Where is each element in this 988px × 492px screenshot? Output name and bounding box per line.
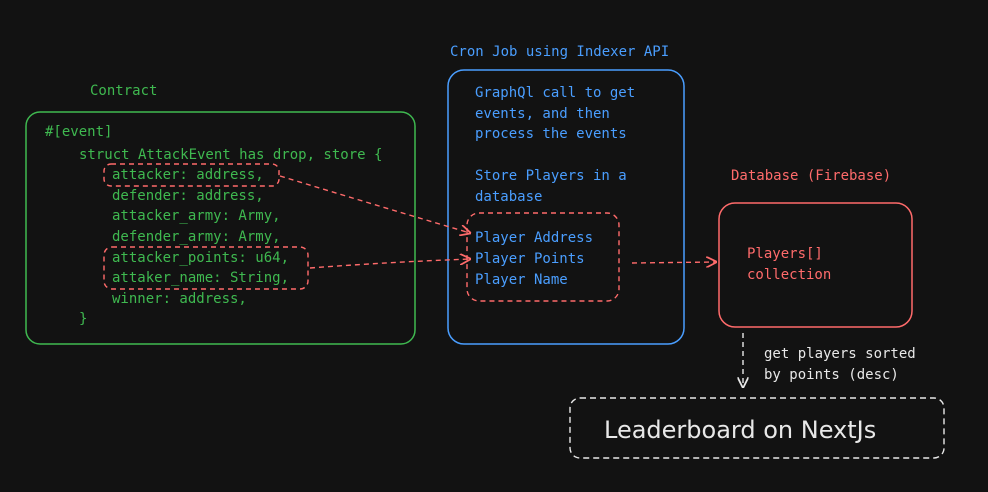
arrows <box>279 175 743 387</box>
code-line-defender: defender: address, <box>112 188 264 204</box>
query-note-line-1: get players sorted <box>764 346 916 362</box>
database-section: Database (Firebase) Players[] collection <box>718 168 913 328</box>
contract-title: Contract <box>90 83 157 99</box>
cron-box <box>447 69 685 345</box>
cron-desc-line-1: GraphQl call to get <box>475 85 635 101</box>
code-line-close-brace: } <box>79 311 87 327</box>
code-line-attribute: #[event] <box>45 124 112 140</box>
code-line-attacker-points: attacker_points: u64, <box>112 250 289 266</box>
database-collection: collection <box>747 267 831 283</box>
cron-desc-line-2: events, and then <box>475 106 610 122</box>
arrow-cron-to-database <box>631 262 716 263</box>
leaderboard-box <box>569 397 945 459</box>
cron-section: Cron Job using Indexer API GraphQl call … <box>447 44 685 345</box>
arrow-attacker-to-address <box>279 175 470 233</box>
player-fields: Player Address Player Points Player Name <box>475 230 593 288</box>
highlight-points-name <box>103 246 309 290</box>
field-player-points: Player Points <box>475 251 585 267</box>
cron-desc-line-3: process the events <box>475 126 627 142</box>
code-line-winner: winner: address, <box>112 291 247 307</box>
cron-desc-line-6: database <box>475 189 542 205</box>
database-players: Players[] <box>747 246 823 262</box>
cron-description: GraphQl call to get events, and then pro… <box>475 85 635 205</box>
arrow-points-to-fields <box>309 259 470 269</box>
query-note-line-2: by points (desc) <box>764 367 899 383</box>
database-box <box>718 202 913 328</box>
code-line-attacker-army: attacker_army: Army, <box>112 208 281 224</box>
field-player-name: Player Name <box>475 272 568 288</box>
code-line-attacker-name: attaker_name: String, <box>112 270 289 286</box>
query-note: get players sorted by points (desc) <box>764 346 916 383</box>
leaderboard-section: Leaderboard on NextJs <box>569 397 945 459</box>
database-content: Players[] collection <box>747 246 831 283</box>
code-line-defender-army: defender_army: Army, <box>112 229 281 245</box>
leaderboard-label: Leaderboard on NextJs <box>604 416 876 444</box>
database-title: Database (Firebase) <box>731 168 891 184</box>
contract-section: Contract #[event] struct AttackEvent has… <box>25 83 416 345</box>
cron-title: Cron Job using Indexer API <box>450 44 669 60</box>
cron-desc-line-5: Store Players in a <box>475 168 627 184</box>
highlight-attacker <box>103 163 280 187</box>
field-player-address: Player Address <box>475 230 593 246</box>
code-line-struct: struct AttackEvent has drop, store { <box>79 147 382 163</box>
contract-code: #[event] struct AttackEvent has drop, st… <box>45 124 382 327</box>
contract-box <box>25 111 416 345</box>
code-line-attacker: attacker: address, <box>112 167 264 183</box>
